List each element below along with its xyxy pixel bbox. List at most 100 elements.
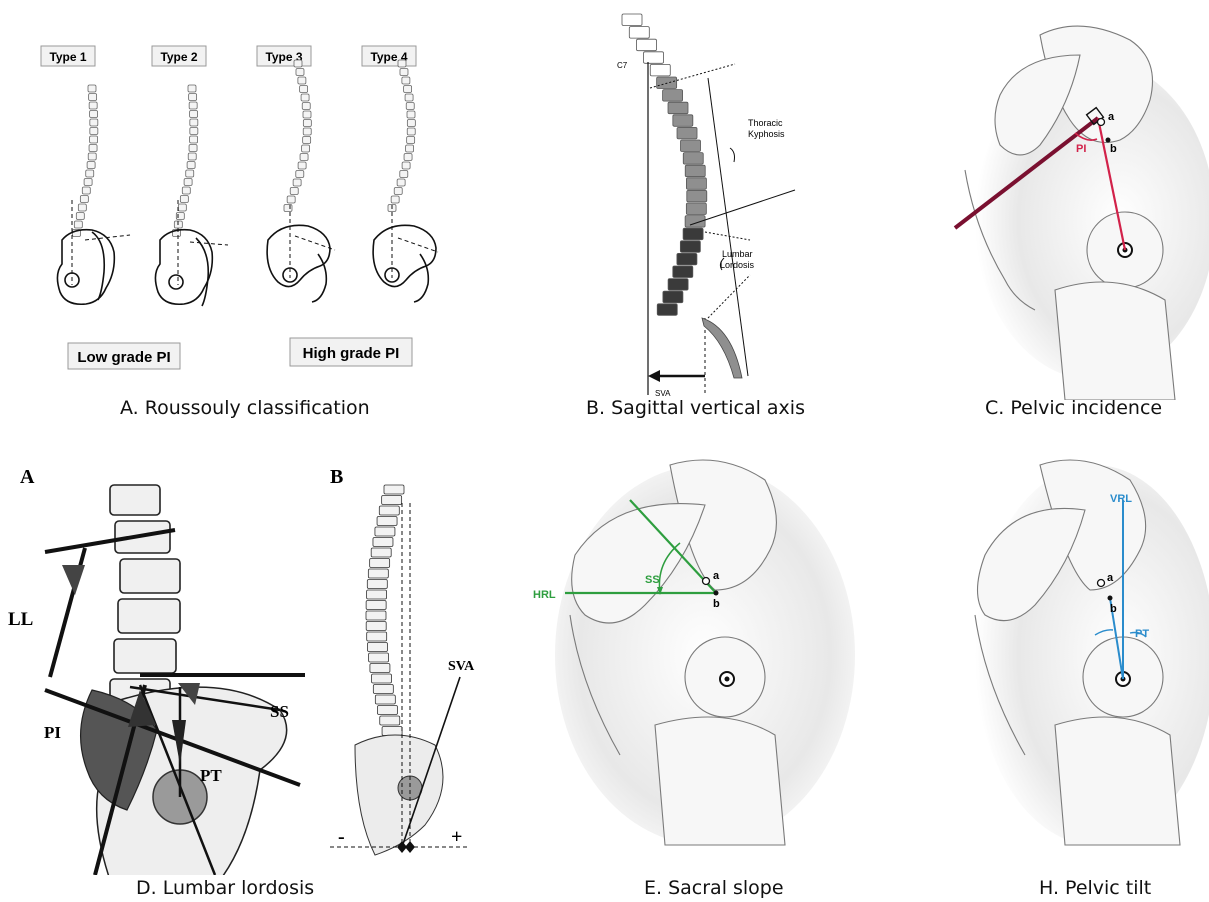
vertebra: [681, 140, 701, 152]
vertebra: [370, 664, 390, 673]
vertebra: [88, 85, 96, 92]
vertebra: [673, 266, 693, 278]
vertebra: [375, 527, 395, 536]
vertebra: [384, 485, 404, 494]
pt-label: PT: [200, 766, 222, 785]
vertebra: [84, 179, 92, 186]
vertebra: [668, 279, 688, 291]
vertebra: [90, 119, 98, 126]
vertebra: [370, 559, 390, 568]
vertebra: [298, 77, 306, 84]
vertebra: [284, 205, 292, 212]
panel-sva: C7 Thoracic Kyphosis Lumbar Lordosis SVA…: [540, 0, 840, 440]
vertebra: [629, 27, 649, 38]
point-a-label: a: [1108, 111, 1115, 123]
point-b-label-e: b: [713, 598, 720, 610]
vertebra: [189, 102, 197, 109]
vertebra: [296, 171, 304, 178]
vertebra: [402, 162, 410, 169]
vertebra: [294, 60, 302, 67]
panel-pelvic-tilt: VRL PT a b H. Pelvic tilt: [945, 455, 1209, 902]
vertebra: [668, 102, 688, 114]
vertebra: [372, 674, 392, 683]
sacral-slope-illustration: HRL SS a b: [530, 455, 860, 875]
pelvic-tilt-illustration: VRL PT a b: [945, 455, 1209, 875]
vertebra: [687, 190, 707, 202]
vertebra: [303, 137, 311, 144]
vertebra: [180, 196, 188, 203]
vertebra: [683, 153, 703, 165]
pelvis-type4: [373, 225, 436, 286]
pelvic-incidence-illustration: a b PI: [945, 0, 1209, 400]
kyphosis-label: Kyphosis: [748, 129, 785, 139]
vertebra: [296, 69, 304, 76]
vertebra: [382, 727, 402, 736]
vertebra: [303, 120, 311, 127]
hrl-label: HRL: [533, 589, 556, 601]
vertebra: [302, 145, 310, 152]
vertebra: [187, 162, 195, 169]
vertebra: [404, 86, 412, 93]
vertebra: [367, 590, 387, 599]
panel-roussouly: Type 1 Type 2 Type 3 Type 4 Low grade PI…: [0, 0, 460, 440]
lordosis-label: Lordosis: [720, 260, 755, 270]
ss-label: SS: [270, 702, 289, 721]
vertebra: [367, 580, 387, 589]
low-grade-label: Low grade PI: [77, 349, 170, 366]
vertebra: [637, 39, 657, 51]
vertebra: [80, 196, 88, 203]
vertebra: [366, 601, 386, 610]
vertebra: [407, 137, 415, 144]
vertebra: [87, 162, 95, 169]
vertebra: [89, 145, 97, 152]
ll-label: LL: [8, 609, 33, 630]
vertebra: [189, 94, 197, 101]
vertebra: [644, 52, 664, 64]
caption-sva: B. Sagittal vertical axis: [586, 397, 805, 419]
letter-b: B: [330, 466, 343, 488]
vertebra: [407, 111, 415, 118]
vertebra: [90, 128, 98, 135]
vertebra: [686, 178, 706, 190]
vertebra: [371, 548, 391, 557]
vertebra: [677, 127, 697, 138]
vertebra: [683, 228, 703, 240]
vertebra: [406, 145, 414, 152]
vertebra: [303, 128, 311, 135]
vertebra: [298, 162, 306, 169]
vertebra: [407, 120, 415, 127]
vertebra: [673, 115, 693, 127]
letter-a: A: [20, 466, 35, 488]
vertebra: [303, 111, 311, 118]
vertebra: [190, 128, 198, 135]
vertebra: [369, 653, 389, 662]
vertebra: [377, 517, 397, 526]
vertebra: [391, 196, 399, 203]
vertebra: [407, 128, 415, 135]
caption-sacral-slope: E. Sacral slope: [644, 877, 784, 899]
vertebra: [302, 103, 310, 110]
thoracic-label: Thoracic: [748, 118, 783, 128]
sva-illustration: C7 Thoracic Kyphosis Lumbar Lordosis SVA: [540, 0, 840, 400]
vertebra: [78, 204, 86, 211]
caption-pelvic-tilt: H. Pelvic tilt: [1039, 877, 1151, 899]
vertebra: [186, 170, 194, 177]
vertebra: [300, 86, 308, 93]
vertebra: [74, 221, 82, 228]
vertebra: [89, 94, 97, 101]
vertebra: [366, 611, 386, 620]
vertebra: [287, 196, 295, 203]
vertebra: [76, 213, 84, 220]
type2-label: Type 2: [160, 50, 197, 64]
vertebra: [184, 179, 192, 186]
vertebra: [368, 569, 388, 578]
ss-label-e: SS: [645, 574, 660, 586]
femur-shaft: [1055, 282, 1175, 400]
vertebra: [663, 90, 683, 102]
point-a-label-e: a: [713, 570, 720, 582]
vertebra: [622, 14, 642, 26]
vertebra: [677, 253, 697, 265]
vertebra: [663, 291, 683, 303]
vertebra: [190, 136, 198, 143]
pelvis-type1: [57, 230, 114, 305]
